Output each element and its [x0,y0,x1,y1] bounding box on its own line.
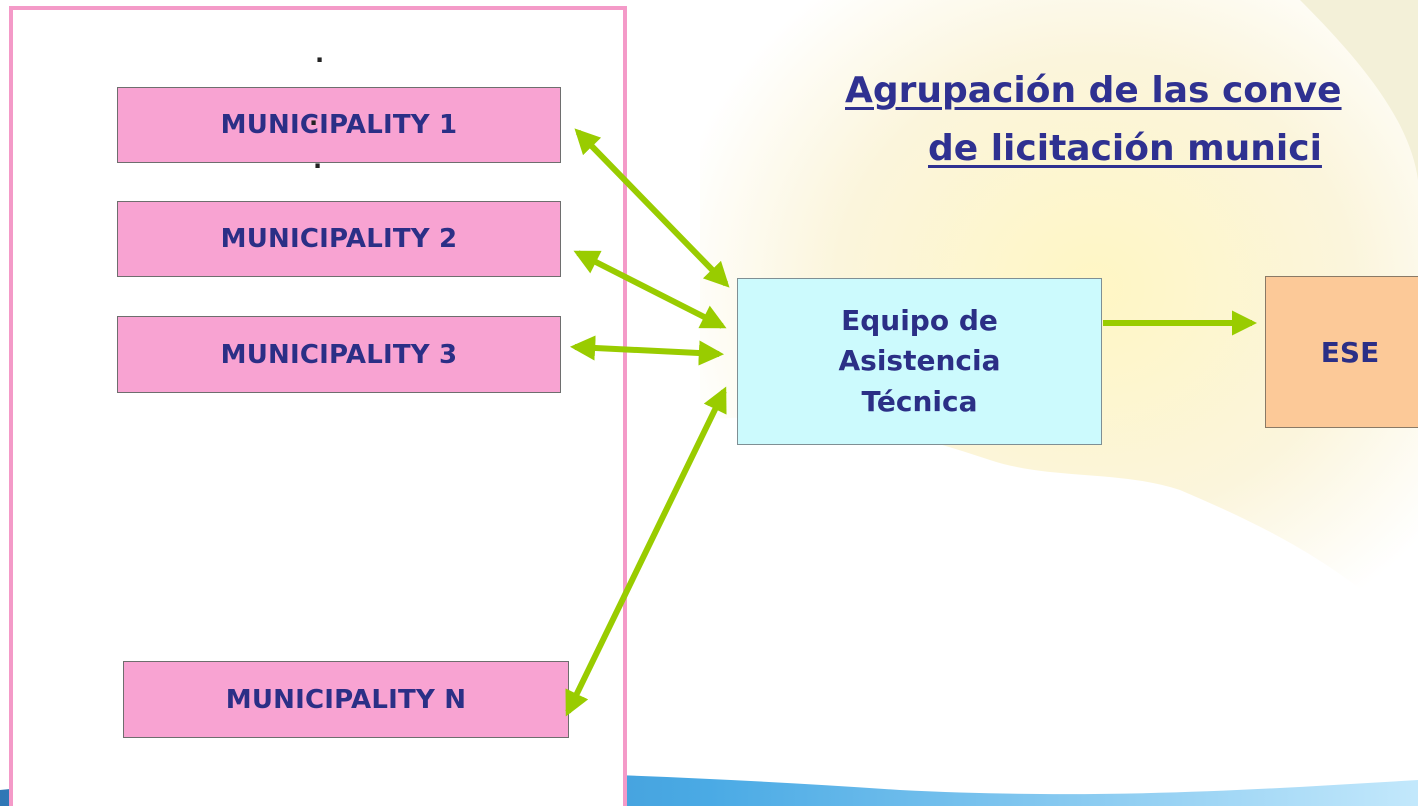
title-line2: de licitación munici [928,128,1322,169]
municipality-1-box: MUNICIPALITY 1 [117,87,561,163]
assistance-team-line2: Asistencia [838,344,1001,378]
separator-dot: . [315,40,325,68]
separator-dot: . [313,146,323,174]
page-title: Agrupación de las conve de licitación mu… [845,62,1418,178]
ese-box: ESE [1265,276,1418,428]
municipality-2-label: MUNICIPALITY 2 [220,224,458,254]
assistance-team-line3: Técnica [861,384,978,418]
assistance-team-box: Equipo de Asistencia Técnica [737,278,1102,445]
assistance-team-line1: Equipo de [841,303,998,337]
ese-label: ESE [1320,335,1380,369]
municipality-3-label: MUNICIPALITY 3 [220,339,458,370]
municipality-2-box: MUNICIPALITY 2 [117,201,561,277]
municipality-3-box: MUNICIPALITY 3 [117,316,561,393]
municipality-n-box: MUNICIPALITY N [123,661,569,738]
municipality-n-label: MUNICIPALITY N [225,684,467,715]
separator-dot: . [309,103,319,131]
municipality-1-label: MUNICIPALITY 1 [220,110,458,140]
title-line1: Agrupación de las conve [845,70,1342,111]
